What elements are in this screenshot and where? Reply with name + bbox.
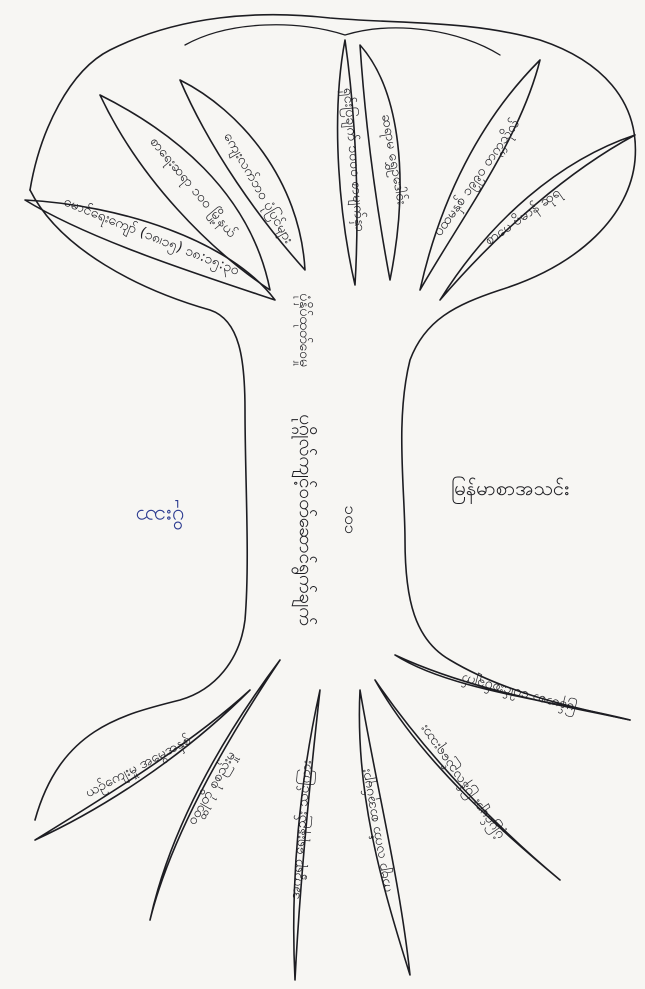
root-label-r1: မြန်မာစာ ပေါင်းစပ်ချက်: [459, 669, 579, 718]
tree-outline: [30, 15, 635, 720]
root-label-r6: ယဉ်ကျေးမှု အမွေအနှစ်: [83, 732, 195, 803]
root-shape-r3: [359, 690, 410, 975]
branch-shape-b1: [25, 200, 275, 300]
root-label-r4: အက္ခရာ ရေးနည်း သင်ကြား: [286, 759, 317, 900]
root-label-r5: ဝတ္ထုတို စုစည်းမှု: [184, 748, 241, 828]
right-side-label: မြန်မာစာအသင်း: [451, 476, 569, 504]
branch-label-b8: ပုံနှိပ်ထုတ်ဝေမှု: [294, 293, 312, 367]
trunk-title: ပုဂ္ဂိုလ်ကျင့်ဝတ်ဆောင်ရွက်ချက်: [291, 414, 318, 626]
root-label-r3: ကဗျာ လင်္ကာ စာအုပ်များ: [357, 767, 397, 894]
left-side-label: ပိုးသာ: [136, 500, 184, 530]
root-label-r2: ပုံပြင်များ ပြန်လည်ရေးသား: [415, 720, 509, 843]
branch-label-b5: ဆရာမ ရွှေဥဒေါင်း: [376, 113, 410, 207]
branch-label-b7: စာပေ ဗိမာန် ဆုရ: [482, 184, 566, 250]
trunk-number: ၁၀၁: [340, 506, 360, 535]
